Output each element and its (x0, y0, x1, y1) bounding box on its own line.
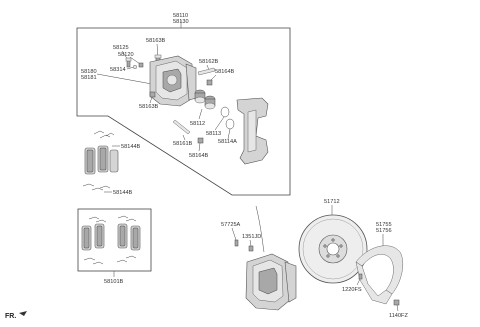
front-arrow-icon (19, 311, 27, 316)
pad-kit-pads (81, 223, 141, 251)
label-58125: 58125 (113, 45, 129, 51)
label-57725A: 57725A (221, 222, 241, 228)
label-58314: 58314 (110, 67, 126, 73)
label-58180: 58180 (81, 69, 97, 75)
label-58181: 58181 (81, 75, 97, 81)
bleeder-screw-part (125, 57, 132, 68)
bolt-1140FZ-part (393, 299, 400, 306)
screw-1220FS-part (358, 273, 363, 280)
caliper-on-knuckle-part (245, 253, 297, 311)
caliper-assembly-box (76, 27, 291, 196)
pad-kit-box (77, 208, 152, 272)
label-58164B-top: 58164B (215, 69, 235, 75)
label-51712: 51712 (324, 199, 340, 205)
bolt-1351JD-part (248, 245, 254, 252)
label-58110: 58110 (173, 13, 188, 19)
label-58144B-top: 58144B (121, 144, 141, 150)
brake-pads-part (84, 145, 119, 175)
caliper-housing-part (149, 55, 197, 107)
pad-kit-clips-top (88, 215, 137, 223)
label-58163B-mid: 58163B (139, 104, 159, 110)
guide-bolt-58161B-part (172, 119, 191, 135)
label-1140FZ: 1140FZ (389, 313, 408, 319)
caliper-carrier-bracket-part (236, 97, 269, 165)
label-58120: 58120 (118, 52, 134, 58)
label-58161B: 58161B (173, 141, 193, 147)
label-58112: 58112 (190, 121, 205, 127)
bleeder-cap-part (138, 62, 144, 68)
label-58114A: 58114A (218, 139, 237, 145)
pad-kit-clips-bottom (83, 255, 137, 265)
label-51756: 51756 (376, 228, 392, 234)
boot-58164B-top-part (206, 79, 213, 86)
dust-shield-part (355, 245, 403, 305)
boot-58164B-bottom-part (197, 137, 204, 144)
label-58113: 58113 (206, 131, 221, 137)
label-51755: 51755 (376, 222, 392, 228)
pad-clips-bottom-part (82, 183, 111, 191)
label-front-direction: FR. (5, 313, 16, 320)
label-1220FS: 1220FS (342, 287, 362, 293)
label-58162B: 58162B (199, 59, 219, 65)
piston-58112-part (194, 89, 216, 110)
label-58130: 58130 (173, 19, 189, 25)
seal-58113-part (220, 106, 235, 130)
label-58163B-top: 58163B (146, 38, 166, 44)
pad-clips-top-part (93, 130, 115, 139)
bolt-57725A-part (234, 239, 239, 247)
label-58101B: 58101B (104, 279, 124, 285)
label-58164B-bottom: 58164B (189, 153, 209, 159)
bolt-58163B-mid-part (149, 91, 156, 98)
brake-disc-part (298, 214, 368, 284)
label-58144B-bottom: 58144B (113, 190, 133, 196)
label-1351JD: 1351JD (242, 234, 261, 240)
washer-part (132, 64, 138, 70)
guide-pin-58162B-part (197, 67, 216, 76)
